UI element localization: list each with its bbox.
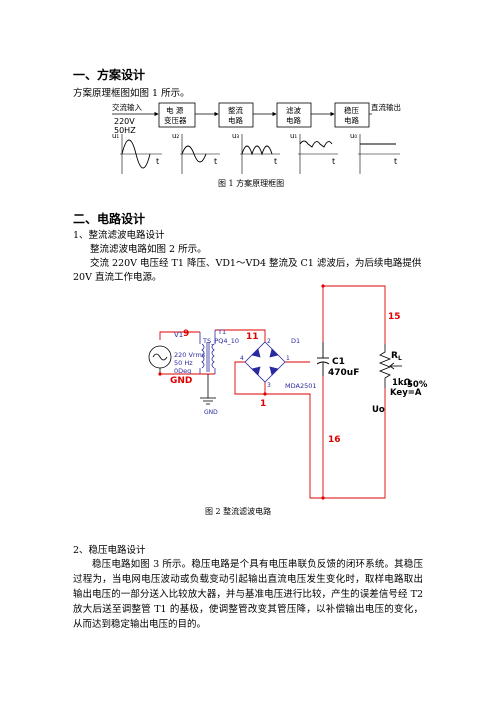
section2-heading: 二、电路设计 <box>73 212 146 226</box>
t1-model: TS_PQ4_10 <box>202 337 239 345</box>
sub1-line2: 交流 220V 电压经 T1 降压、VD1～VD4 整流及 C1 滤波后，为后续… <box>90 258 422 269</box>
wave-label-2: u₂ <box>172 132 179 140</box>
figure2-caption: 图 2 整流滤波电路 <box>205 507 272 516</box>
wave-rectified <box>241 145 273 156</box>
block-transformer <box>158 102 196 128</box>
gnd-node-label: GND <box>170 376 192 386</box>
c1-value: 470uF <box>328 368 359 378</box>
wave-label-5: u₀ <box>350 132 357 140</box>
rectifier-filter-circuit: V1 9 220 Vrms 50 Hz 0Deg GND GND T1 TS_P… <box>148 284 428 500</box>
rl-subscript: L <box>398 355 402 362</box>
bridge-pin-2: 2 <box>267 338 271 345</box>
block-2-line2: 电路 <box>228 115 243 125</box>
load-resistor-icon <box>378 344 402 388</box>
bridge-model: MDA2501 <box>285 382 317 390</box>
rl-key: Key=A <box>390 388 422 398</box>
uo-label: Uo <box>372 405 385 415</box>
block-regulator <box>334 102 370 128</box>
wave-label-3: u₃ <box>232 132 239 140</box>
gnd-symbol-label: GND <box>204 409 218 416</box>
block-1-line2: 变压器 <box>164 115 187 125</box>
rl-letter: R <box>391 351 398 361</box>
node-1-label: 1 <box>260 399 266 409</box>
source-voltage: 220 Vrms <box>174 351 206 359</box>
sub1-line1: 整流滤波电路如图 2 所示。 <box>90 244 207 255</box>
block-3-line2: 电路 <box>286 115 301 125</box>
section1-heading: 一、方案设计 <box>73 68 146 82</box>
node-11-label: 11 <box>246 332 259 342</box>
freq-label: 50HZ <box>114 126 136 135</box>
wave-label-1: u₁ <box>112 132 119 140</box>
block-filter <box>276 102 312 128</box>
node-16-label: 16 <box>328 435 341 445</box>
t-label-2: t <box>214 157 217 166</box>
node-15-label: 15 <box>388 312 401 322</box>
source-frequency: 50 Hz <box>174 359 193 367</box>
section1-intro: 方案原理框图如图 1 所示。 <box>73 88 190 99</box>
wave-filtered <box>299 140 333 148</box>
block-rectifier <box>218 102 254 128</box>
bridge-pin-4: 4 <box>240 355 244 362</box>
bridge-pin-1: 1 <box>286 355 290 362</box>
block-2-line1: 整流 <box>228 105 243 115</box>
block-3-line1: 滤波 <box>286 105 301 115</box>
block-diagram: 交流输入 220V 50HZ 电 源 变压器 整流 电路 滤波 电路 稳压 电路… <box>112 102 401 174</box>
t1-label: T1 <box>217 328 226 336</box>
d1-label: D1 <box>291 337 300 345</box>
bridge-pin-3: 3 <box>267 382 271 389</box>
block-4-line2: 电路 <box>344 115 359 125</box>
figure1-caption: 图 1 方案原理框图 <box>218 179 285 188</box>
block-4-line1: 稳压 <box>344 105 359 115</box>
sub1-title: 1、整流滤波电路设计 <box>73 230 165 241</box>
block-1-line1: 电 源 <box>166 105 184 115</box>
capacitor-icon <box>316 342 330 376</box>
wave-label-4: u₁ <box>290 132 297 140</box>
sub1-line3: 20V 直流工作电源。 <box>73 272 162 283</box>
rl-percent: 50% <box>407 380 428 390</box>
voltage-label: 220V <box>114 117 135 126</box>
t-label-1: t <box>156 157 159 166</box>
rl-value: 1kΩ <box>392 378 411 388</box>
node-9-label: 9 <box>183 329 189 339</box>
transformer-icon <box>199 330 216 374</box>
sub2-paragraph: 稳压电路如图 3 所示。稳压电路是个具有电压串联负反馈的闭环系统。其稳压过程为，… <box>73 559 423 630</box>
sub2-title: 2、稳压电路设计 <box>73 545 146 556</box>
t-label-4: t <box>332 157 335 166</box>
ac-input-label: 交流输入 <box>112 102 142 112</box>
bridge-rectifier-icon <box>244 341 286 383</box>
wave-ac-in <box>121 139 151 169</box>
t-label-3: t <box>274 157 277 166</box>
t-label-5: t <box>394 157 397 166</box>
source-phase: 0Deg <box>174 367 191 375</box>
v1-label: V1 <box>174 331 183 339</box>
c1-label: C1 <box>332 357 345 367</box>
wave-ac-low <box>181 145 207 163</box>
ground-icon <box>200 374 216 405</box>
rl-label: RL <box>391 351 402 362</box>
dc-output-label: 直流输出 <box>371 102 401 112</box>
